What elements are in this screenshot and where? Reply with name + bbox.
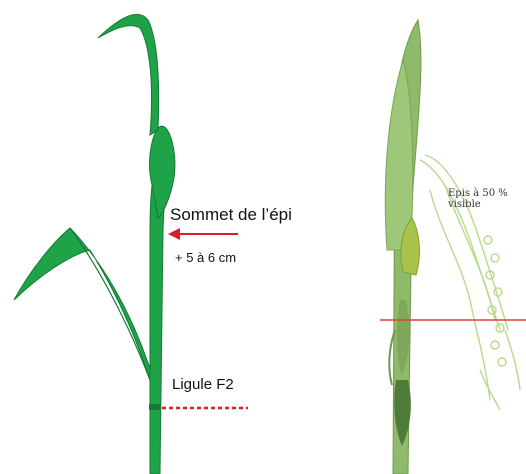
right-plant-photo (385, 20, 421, 474)
sommet-label: Sommet de l’épi (170, 205, 292, 225)
flag-leaf (98, 14, 159, 135)
left-plant-illustration (14, 14, 175, 474)
epis-label: Epis à 50 % visible (448, 188, 526, 210)
ligule-label: Ligule F2 (172, 376, 234, 393)
distance-label: + 5 à 6 cm (175, 250, 236, 265)
ligule-node (149, 404, 161, 410)
epis-label-line2: visible (448, 199, 481, 210)
epis-label-line1: Epis à 50 % (448, 188, 508, 199)
lower-leaf (14, 228, 158, 400)
sommet-arrow (168, 228, 238, 240)
